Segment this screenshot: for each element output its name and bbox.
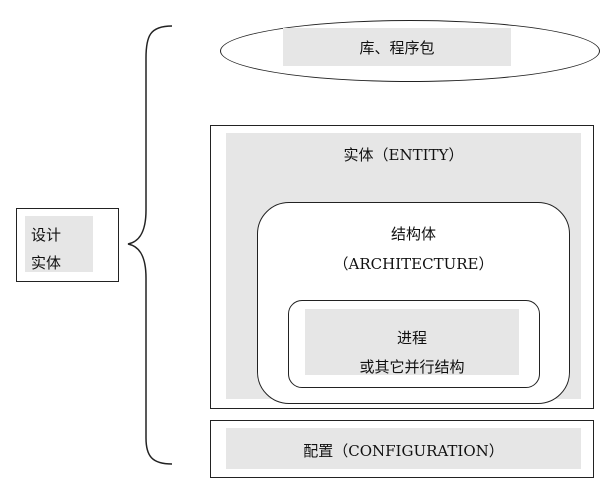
process-box: 进程 或其它并行结构 — [288, 300, 540, 388]
process-shade: 进程 或其它并行结构 — [305, 309, 519, 376]
architecture-label-line1: 结构体 — [390, 225, 436, 243]
design-entity-box: 设计 实体 — [16, 208, 119, 282]
configuration-box: 配置（CONFIGURATION） — [210, 420, 594, 478]
design-entity-label-line2: 实体 — [31, 254, 62, 272]
configuration-shade: 配置（CONFIGURATION） — [226, 428, 581, 469]
design-entity-label-line1: 设计 — [31, 226, 62, 244]
library-package-label: 库、程序包 — [359, 39, 435, 57]
process-label-line1: 进程 — [396, 329, 427, 347]
entity-box: 实体（ENTITY） 结构体 （ARCHITECTURE） 进程 或其它并行结构 — [210, 125, 594, 409]
configuration-label: 配置（CONFIGURATION） — [303, 442, 504, 460]
library-package-ellipse: 库、程序包 — [220, 20, 600, 82]
design-entity-shade: 设计 实体 — [25, 216, 93, 272]
architecture-label-line2: （ARCHITECTURE） — [333, 255, 494, 273]
library-package-shade: 库、程序包 — [283, 28, 511, 66]
process-label-line2: 或其它并行结构 — [359, 358, 465, 376]
entity-shade: 实体（ENTITY） 结构体 （ARCHITECTURE） 进程 或其它并行结构 — [226, 133, 581, 404]
architecture-box: 结构体 （ARCHITECTURE） 进程 或其它并行结构 — [257, 202, 570, 404]
entity-label: 实体（ENTITY） — [343, 146, 464, 164]
